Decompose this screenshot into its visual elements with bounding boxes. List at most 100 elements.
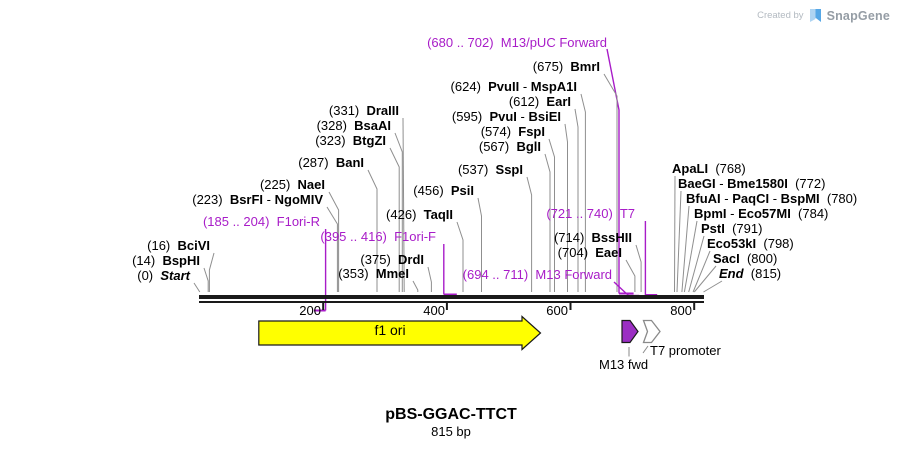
f1-ori-label: f1 ori bbox=[374, 322, 406, 338]
label-mmei: (353) MmeI bbox=[338, 267, 409, 281]
label-part: PvuII bbox=[488, 79, 520, 94]
label-part: - bbox=[726, 206, 739, 221]
label-part: BmrI bbox=[570, 59, 600, 74]
label-part: (624) bbox=[450, 79, 489, 94]
watermark: Created by SnapGene bbox=[757, 8, 890, 23]
label-part: (675) bbox=[532, 59, 571, 74]
label-part: SacI bbox=[713, 251, 740, 266]
label-part: NgoMIV bbox=[274, 192, 323, 207]
label-apali: ApaLI (768) bbox=[672, 162, 746, 176]
label-part: BssHII bbox=[591, 230, 632, 245]
label-part: (323) bbox=[315, 133, 353, 148]
label-part: End bbox=[719, 266, 744, 281]
created-by-text: Created by bbox=[757, 10, 804, 21]
leader-eaei bbox=[625, 259, 636, 292]
leader-bgli bbox=[544, 153, 551, 292]
label-baegi-bme1580i: BaeGI - Bme1580I (772) bbox=[678, 177, 825, 191]
label-part: SspI bbox=[495, 162, 523, 177]
label-drdi: (375) DrdI bbox=[360, 253, 424, 267]
label-bsphi: (14) BspHI bbox=[132, 254, 200, 268]
label-part: - bbox=[263, 192, 275, 207]
label-eari: (612) EarI bbox=[509, 95, 571, 109]
label-bsshii: (714) BssHII bbox=[554, 231, 632, 245]
leader-taqii bbox=[456, 221, 464, 292]
label-part: BanI bbox=[335, 155, 364, 170]
label-part: - bbox=[769, 191, 781, 206]
label-eco53ki: Eco53kI (798) bbox=[707, 237, 794, 251]
label-part: M13/pUC Forward bbox=[500, 35, 607, 50]
label-bgli: (567) BglI bbox=[479, 140, 541, 154]
leader-saci bbox=[693, 265, 717, 293]
label-part: MmeI bbox=[375, 266, 409, 281]
label-saci: SacI (800) bbox=[713, 252, 777, 266]
leader-btgzi bbox=[389, 147, 400, 292]
leader-bmri bbox=[603, 73, 618, 292]
label-part: BfuAI bbox=[686, 191, 721, 206]
plasmid-title: pBS-GGAC-TTCT bbox=[385, 406, 517, 423]
leader-mmei bbox=[412, 280, 419, 292]
label-part: (680 .. 702) bbox=[427, 35, 501, 50]
label-part: ApaLI bbox=[672, 161, 709, 176]
label-part: BsrFI bbox=[229, 192, 264, 207]
leader-eari bbox=[574, 108, 579, 292]
label-fspi: (574) FspI bbox=[481, 125, 545, 139]
leader-psii bbox=[477, 197, 482, 292]
label-part: (595) bbox=[451, 109, 490, 124]
label-eaei: (704) EaeI bbox=[558, 246, 622, 260]
label-part: - bbox=[519, 79, 531, 94]
label-part: (456) bbox=[413, 183, 451, 198]
leader-bfuai-paqci-bspmi bbox=[681, 205, 690, 293]
leader-m13-forward bbox=[613, 281, 630, 297]
label-part: F1ori-F bbox=[394, 229, 436, 244]
label-m13-puc-forward: (680 .. 702) M13/pUC Forward bbox=[427, 36, 607, 50]
label-part: (287) bbox=[298, 155, 336, 170]
label-part: BciVI bbox=[177, 238, 210, 253]
label-part: BsaAI bbox=[354, 118, 391, 133]
leader-psti bbox=[688, 235, 705, 293]
label-part: T7 bbox=[619, 206, 635, 221]
label-bani: (287) BanI bbox=[298, 156, 364, 170]
axis-tick-800 bbox=[693, 303, 696, 310]
label-bmri: (675) BmrI bbox=[533, 60, 600, 74]
label-part: (331) bbox=[328, 103, 367, 118]
label-part: (574) bbox=[480, 124, 519, 139]
leader-m13-puc-forward bbox=[606, 48, 620, 294]
label-part: EaeI bbox=[595, 245, 622, 260]
label-bsrfi-ngomiv: (223) BsrFI - NgoMIV bbox=[192, 193, 323, 207]
label-part: (395 .. 416) bbox=[320, 229, 395, 244]
m13-fwd-arrow bbox=[621, 319, 639, 344]
label-part: (704) bbox=[557, 245, 596, 260]
label-part: (537) bbox=[457, 162, 496, 177]
label-part: (223) bbox=[192, 192, 230, 207]
label-part: (798) bbox=[756, 236, 794, 251]
label-part: BpmI bbox=[694, 206, 727, 221]
leader-sspi bbox=[526, 176, 533, 292]
label-part: FspI bbox=[518, 124, 545, 139]
t7-promoter-arrow bbox=[642, 319, 661, 344]
snapgene-brand-text: SnapGene bbox=[826, 8, 890, 23]
label-part: BaeGI bbox=[678, 176, 716, 191]
label-part: F1ori-R bbox=[276, 214, 320, 229]
label-naei: (225) NaeI bbox=[260, 178, 325, 192]
label-part: (784) bbox=[790, 206, 829, 221]
title-block: pBS-GGAC-TTCT 815 bp bbox=[0, 405, 902, 440]
label-part: - bbox=[516, 109, 529, 124]
axis-tick-600 bbox=[569, 303, 572, 310]
axis-bar-bottom bbox=[199, 301, 704, 303]
label-part: (426) bbox=[386, 207, 424, 222]
label-bfuai-paqci-bspmi: BfuAI - PaqCI - BspMI (780) bbox=[686, 192, 857, 206]
label-part: Eco53kI bbox=[707, 236, 757, 251]
axis-tick-400 bbox=[445, 303, 448, 310]
leader-pvui-bsiei bbox=[564, 123, 568, 292]
label-end: End (815) bbox=[719, 267, 781, 281]
leader-eco53ki bbox=[692, 250, 711, 293]
label-part: TaqII bbox=[423, 207, 453, 222]
leader-start bbox=[193, 282, 201, 293]
leader-bsrfi-ngomiv bbox=[326, 206, 338, 292]
label-part: BsiEI bbox=[528, 109, 561, 124]
label-part: (612) bbox=[508, 94, 547, 109]
label-part: (772) bbox=[787, 176, 826, 191]
snapgene-logo-icon bbox=[809, 9, 821, 22]
leader-bsaai bbox=[394, 132, 403, 292]
